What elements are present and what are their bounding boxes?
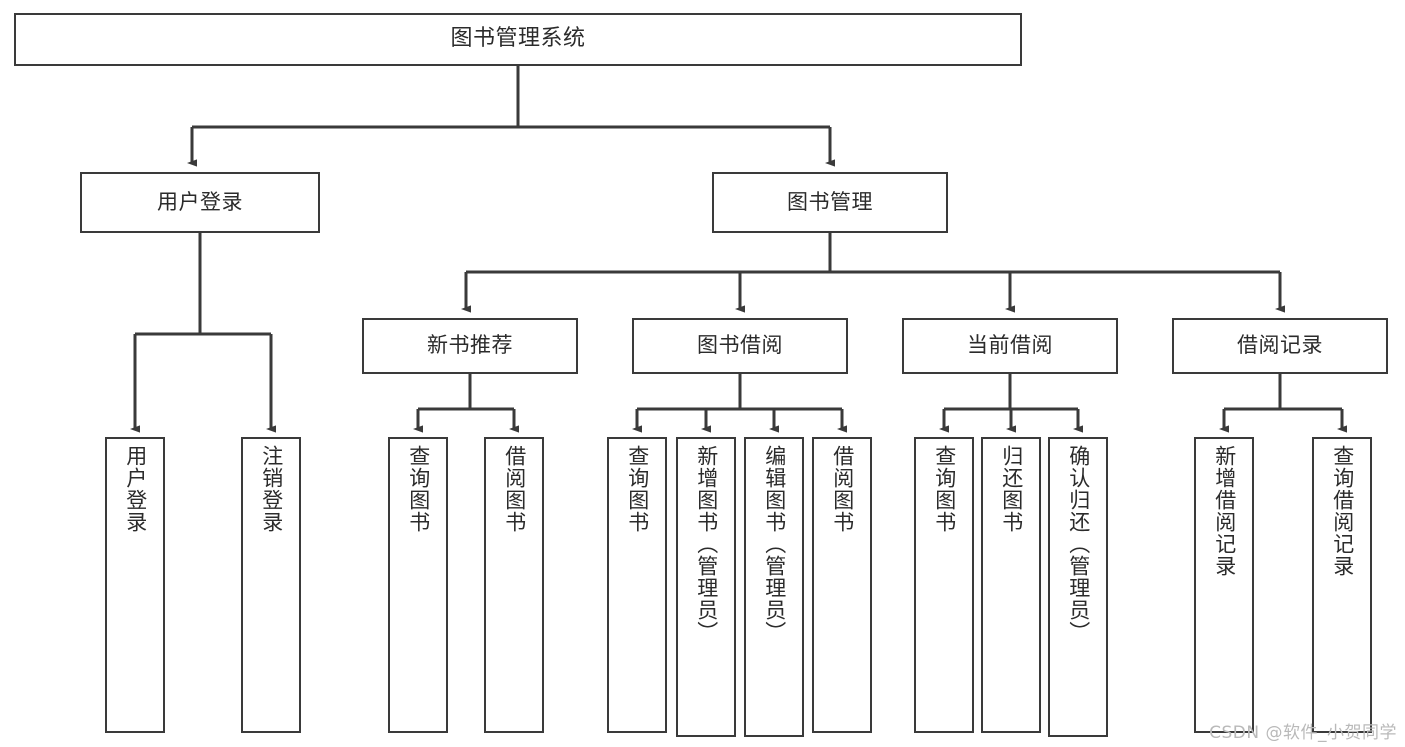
leaf-confirm-return-admin[interactable]: 确认归还（管理员） (1048, 437, 1108, 737)
node-label: 借阅图书 (830, 445, 855, 533)
leaf-query-borrow-record[interactable]: 查询借阅记录 (1312, 437, 1372, 733)
node-label: 归还图书 (999, 445, 1024, 533)
node-label: 新增图书（管理员） (694, 445, 719, 643)
node-book-borrow[interactable]: 图书借阅 (632, 318, 848, 374)
leaf-edit-book-admin[interactable]: 编辑图书（管理员） (744, 437, 804, 737)
edges-bookborrow-to-leaves (632, 374, 847, 433)
node-label: 查询借阅记录 (1330, 445, 1355, 577)
node-label: 图书管理系统 (450, 26, 586, 52)
node-new-book-recommendation[interactable]: 新书推荐 (362, 318, 578, 374)
node-label: 查询图书 (932, 445, 957, 533)
edges-newbookrec-to-leaves (413, 374, 519, 433)
node-label: 查询图书 (625, 445, 650, 533)
node-user-login[interactable]: 用户登录 (80, 172, 320, 233)
node-label: 确认归还（管理员） (1066, 445, 1091, 643)
leaf-user-login[interactable]: 用户登录 (105, 437, 165, 733)
edges-root-to-level1 (187, 66, 835, 167)
edges-currentborrow-to-leaves (939, 374, 1083, 433)
node-label: 图书借阅 (697, 333, 783, 358)
csdn-watermark: CSDN @软件_小贺同学 (1209, 723, 1397, 743)
node-root-system[interactable]: 图书管理系统 (14, 13, 1022, 66)
leaf-query-book-book-borrow[interactable]: 查询图书 (607, 437, 667, 733)
edges-userlogin-to-leaves (130, 233, 276, 433)
node-label: 注销登录 (259, 445, 284, 533)
edges-bookmanage-to-level2 (461, 233, 1285, 313)
leaf-query-book-new-book-rec[interactable]: 查询图书 (388, 437, 448, 733)
node-label: 图书管理 (787, 189, 873, 214)
node-label: 编辑图书（管理员） (762, 445, 787, 643)
leaf-query-book-current-borrow[interactable]: 查询图书 (914, 437, 974, 733)
node-book-manage[interactable]: 图书管理 (712, 172, 948, 233)
node-label: 新增借阅记录 (1212, 445, 1237, 577)
node-label: 借阅记录 (1237, 333, 1323, 358)
node-label: 用户登录 (157, 189, 243, 214)
leaf-borrow-book-new-book-rec[interactable]: 借阅图书 (484, 437, 544, 733)
edges-borrowrecord-to-leaves (1219, 374, 1347, 433)
node-label: 用户登录 (123, 445, 148, 533)
leaf-return-book[interactable]: 归还图书 (981, 437, 1041, 733)
node-borrow-record[interactable]: 借阅记录 (1172, 318, 1388, 374)
node-label: 当前借阅 (967, 333, 1053, 358)
node-label: 借阅图书 (502, 445, 527, 533)
leaf-logout-login[interactable]: 注销登录 (241, 437, 301, 733)
leaf-add-book-admin[interactable]: 新增图书（管理员） (676, 437, 736, 737)
node-label: 查询图书 (406, 445, 431, 533)
node-label: 新书推荐 (427, 333, 513, 358)
leaf-borrow-book-book-borrow[interactable]: 借阅图书 (812, 437, 872, 733)
node-current-borrow[interactable]: 当前借阅 (902, 318, 1118, 374)
leaf-add-borrow-record[interactable]: 新增借阅记录 (1194, 437, 1254, 733)
